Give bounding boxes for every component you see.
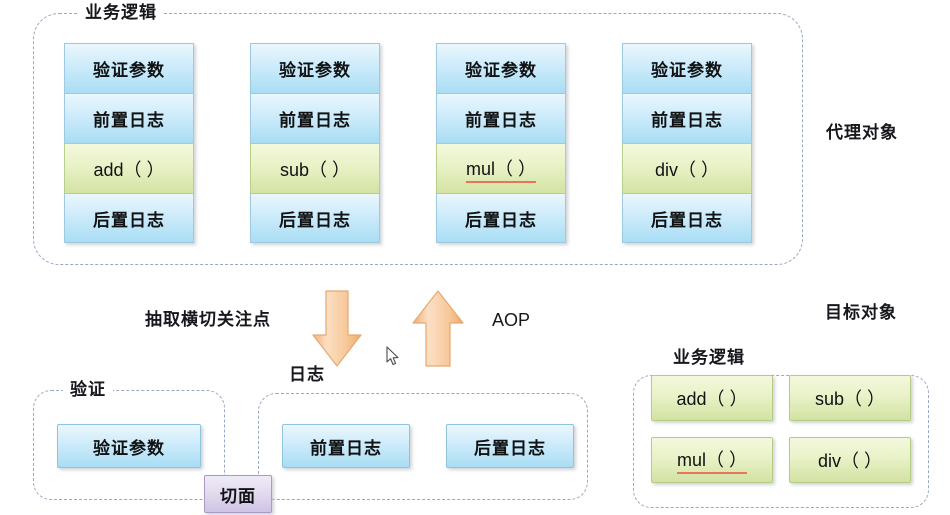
cell-before-log: 前置日志 bbox=[622, 93, 752, 143]
cell-method-div: div（ ） bbox=[622, 143, 752, 193]
proxy-object-title: 代理对象 bbox=[826, 123, 898, 142]
cell-method-sub: sub（ ） bbox=[250, 143, 380, 193]
cell-after-log: 后置日志 bbox=[436, 193, 566, 243]
before-log-box: 前置日志 bbox=[282, 424, 410, 468]
cell-method-add: add（ ） bbox=[64, 143, 194, 193]
proxy-group-label: 业务逻辑 bbox=[78, 4, 164, 22]
proxy-column-div: 验证参数 前置日志 div（ ） 后置日志 bbox=[622, 43, 752, 243]
aop-label: AOP bbox=[492, 310, 531, 330]
validate-group-label: 验证 bbox=[63, 381, 113, 399]
target-method-sub: sub（ ） bbox=[789, 375, 911, 421]
target-method-div: div（ ） bbox=[789, 437, 911, 483]
cell-validate-params: 验证参数 bbox=[250, 43, 380, 93]
validate-aspect-group bbox=[33, 390, 225, 500]
cell-validate-params: 验证参数 bbox=[64, 43, 194, 93]
method-name-mul: mul（ ） bbox=[465, 155, 536, 183]
cell-before-log: 前置日志 bbox=[64, 93, 194, 143]
cell-validate-params: 验证参数 bbox=[436, 43, 566, 93]
after-log-box: 后置日志 bbox=[446, 424, 574, 468]
proxy-column-add: 验证参数 前置日志 add（ ） 后置日志 bbox=[64, 43, 194, 243]
target-method-add: add（ ） bbox=[651, 375, 773, 421]
cell-after-log: 后置日志 bbox=[64, 193, 194, 243]
cell-after-log: 后置日志 bbox=[622, 193, 752, 243]
cell-before-log: 前置日志 bbox=[436, 93, 566, 143]
proxy-column-sub: 验证参数 前置日志 sub（ ） 后置日志 bbox=[250, 43, 380, 243]
log-group-label: 日志 bbox=[282, 366, 332, 384]
log-aspect-group bbox=[258, 393, 588, 500]
cell-before-log: 前置日志 bbox=[250, 93, 380, 143]
proxy-column-mul: 验证参数 前置日志 mul（ ） 后置日志 bbox=[436, 43, 566, 243]
up-arrow-icon bbox=[412, 290, 464, 368]
down-arrow-icon bbox=[312, 290, 362, 368]
cell-validate-params: 验证参数 bbox=[622, 43, 752, 93]
method-name-mul: mul（ ） bbox=[676, 446, 747, 474]
proxy-object-group bbox=[33, 13, 803, 265]
target-object-title: 目标对象 bbox=[825, 303, 897, 322]
extract-crosscutting-label: 抽取横切关注点 bbox=[145, 310, 271, 329]
validate-params-box: 验证参数 bbox=[57, 424, 201, 468]
aspect-badge: 切面 bbox=[204, 475, 272, 513]
mouse-cursor bbox=[386, 346, 400, 366]
target-object-group bbox=[633, 375, 929, 508]
target-method-mul: mul（ ） bbox=[651, 437, 773, 483]
cell-method-mul: mul（ ） bbox=[436, 143, 566, 193]
target-group-label: 业务逻辑 bbox=[666, 349, 752, 367]
cell-after-log: 后置日志 bbox=[250, 193, 380, 243]
